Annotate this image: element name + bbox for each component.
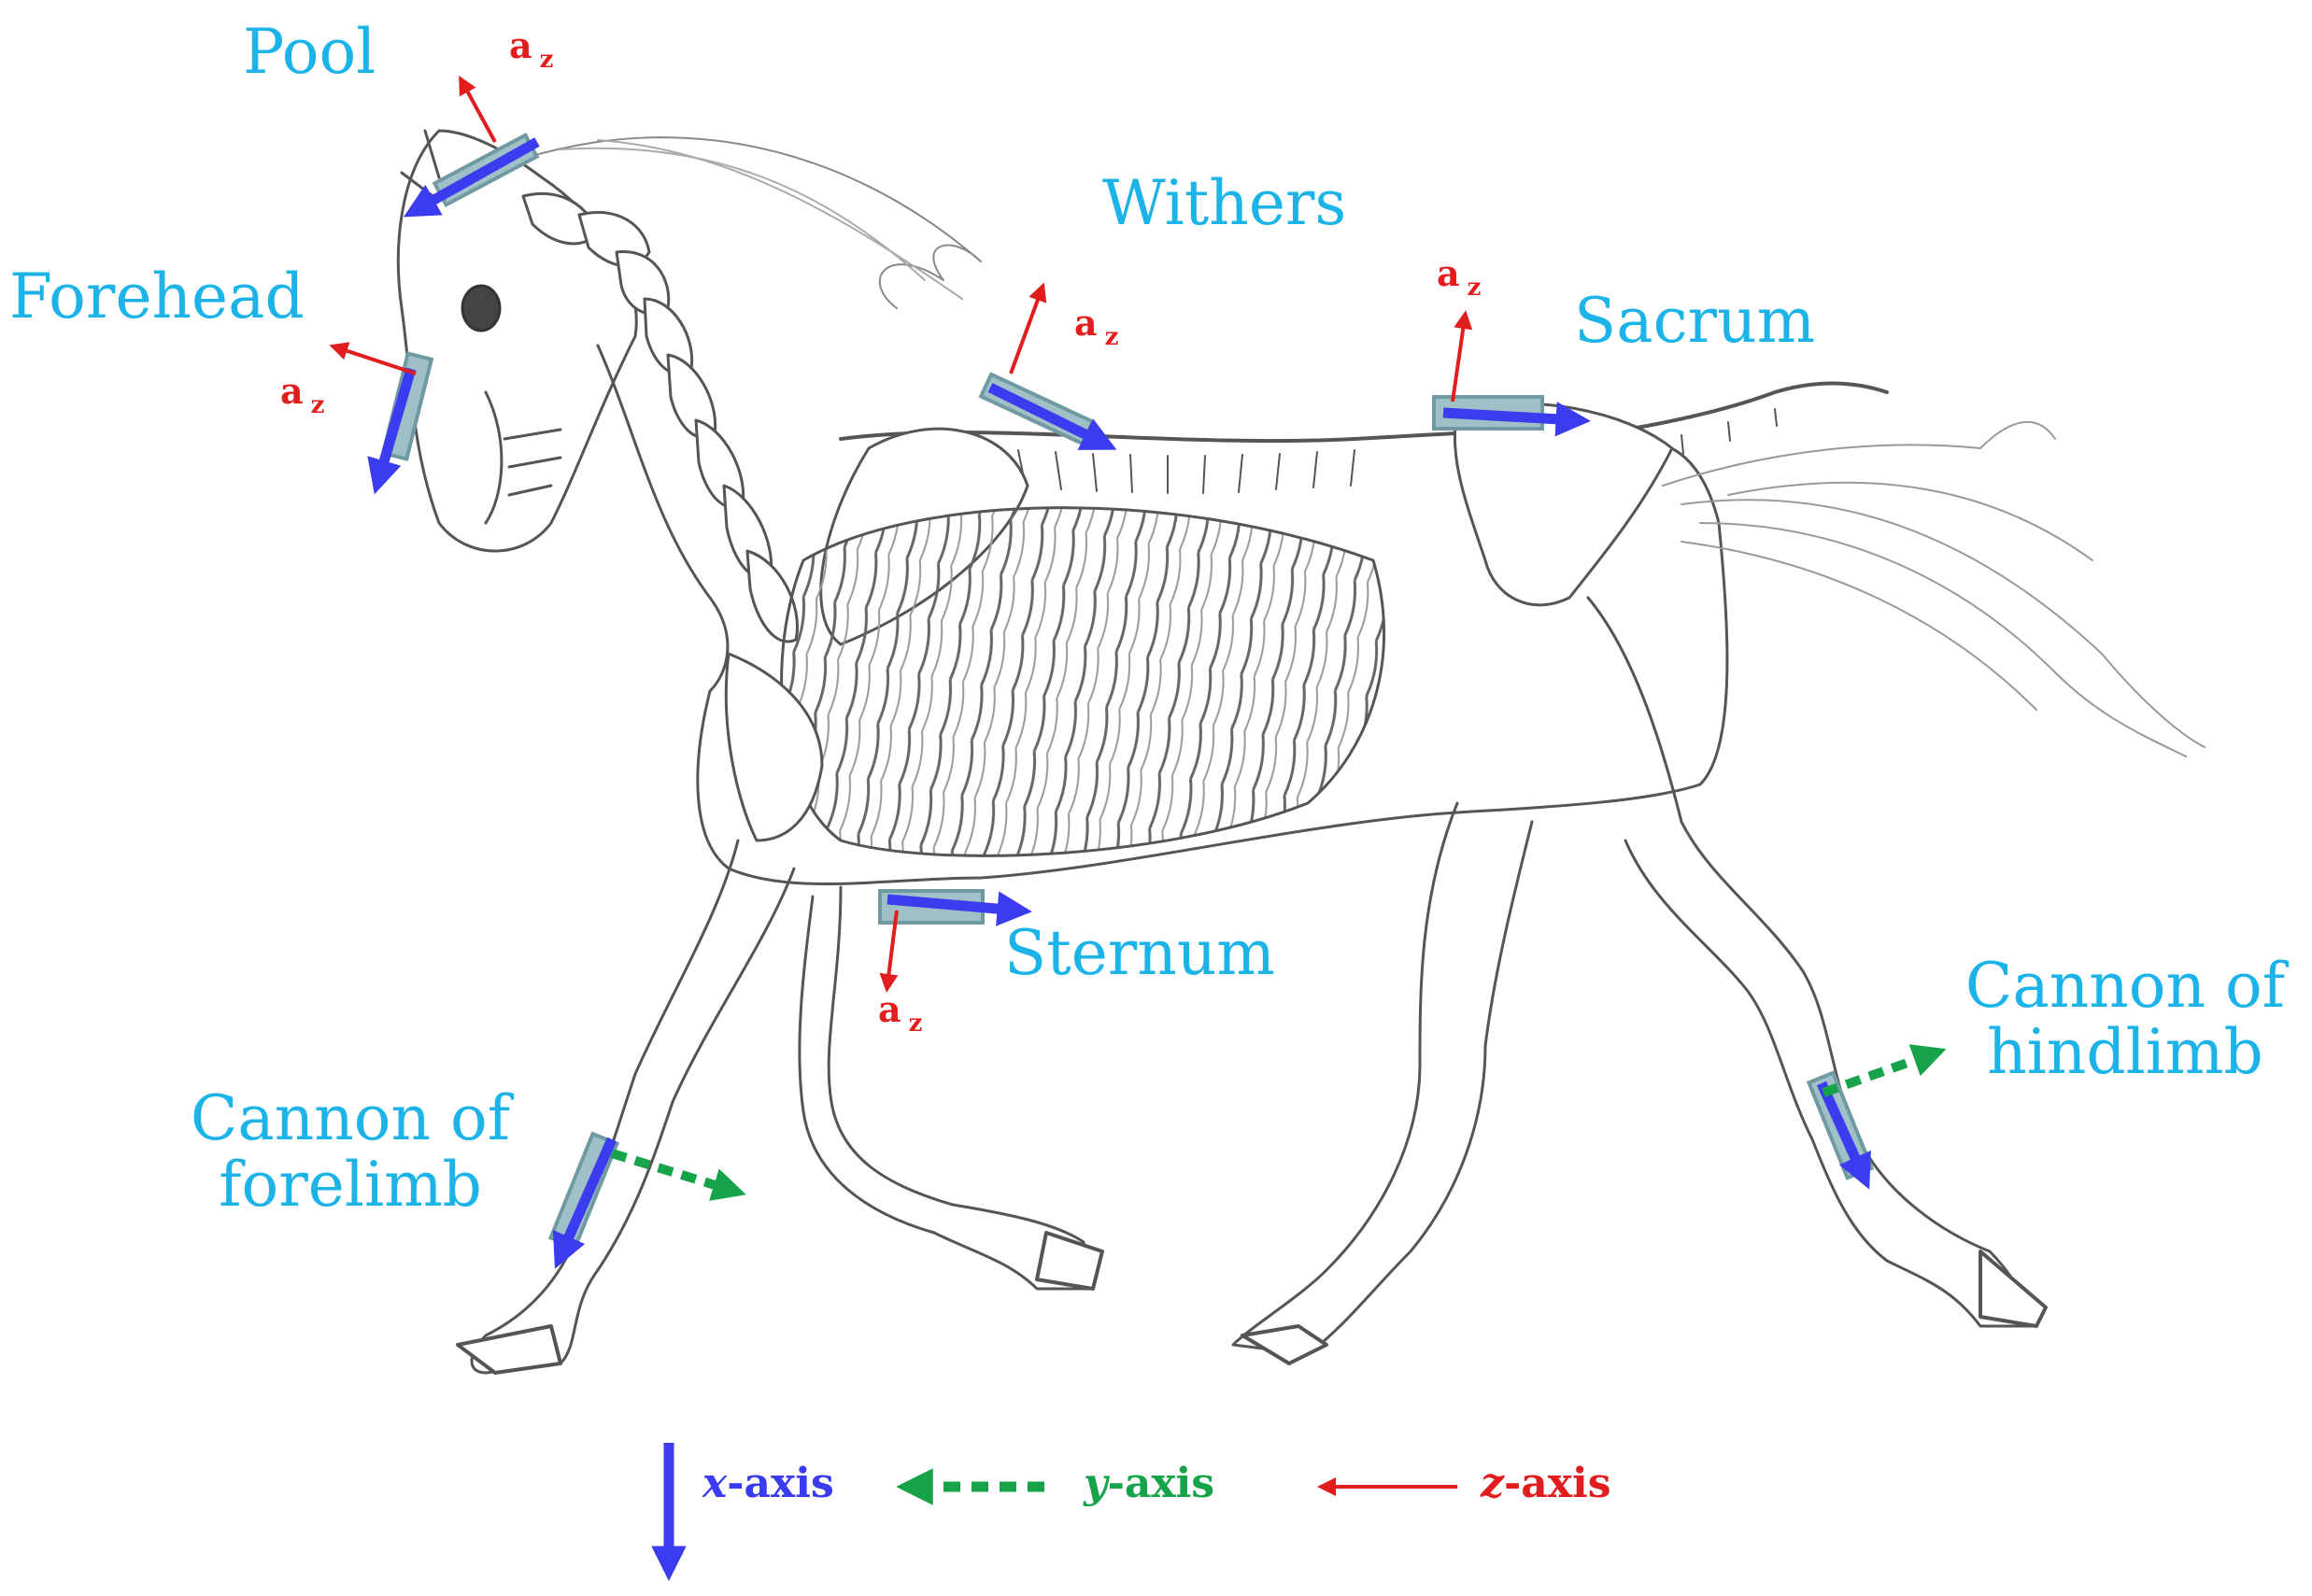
withers-z-arrow [1009,282,1047,374]
label-sacrum: Sacrum [1574,285,1816,357]
hindlimb-label-line1: Cannon of [1964,950,2286,1022]
tail-hair [1662,421,2206,757]
pool-az-subscript: z [539,46,554,74]
sacrum-x-arrow [1442,402,1591,437]
forehead-z-arrow [329,342,417,375]
withers-x-arrow [987,383,1117,450]
label-forehead: Forehead [9,261,305,332]
legend-y-label: y-axis [1084,1462,1214,1506]
sternum-az-subscript: z [908,1010,923,1038]
hind-hoof-1 [1241,1324,1328,1365]
label-cannon-forelimb: Cannon of forelimb [177,1085,523,1219]
legend-x-word: -axis [727,1460,834,1507]
withers-az-symbol: a [1074,302,1098,344]
ribcage [780,506,1386,857]
forehead-az-subscript: z [310,391,325,419]
pool-z-arrow [459,75,497,143]
forehead-az-symbol: a [280,370,304,412]
pool-az-symbol: a [509,24,532,66]
legend-arrows [651,1443,1457,1581]
body-outline [696,437,1729,886]
neck-outline [596,344,730,693]
mane [522,136,982,309]
withers-az-subscript: z [1104,323,1119,351]
hindlimb-y-arrow [1822,1044,1947,1097]
hindleg-back [1586,596,2038,1328]
sacrum-z-arrow [1451,310,1473,403]
hind-hoof-2 [1979,1250,2048,1328]
fore-hoof [456,1324,562,1375]
forelimb-label-line2: forelimb [219,1149,482,1222]
sacrum-az-symbol: a [1437,252,1460,294]
sacrum-az-subscript: z [1467,274,1482,302]
sternum-z-arrow [879,910,899,993]
hindleg-front [1231,801,1534,1356]
legend-x-letter: x [702,1460,728,1507]
forelimb-x-arrow [552,1137,617,1269]
forelimb-label-line1: Cannon of [190,1082,511,1154]
sensors [329,75,1947,1269]
label-withers: Withers [1102,167,1347,239]
foreleg-front [470,839,796,1375]
pelvis [1453,402,1674,607]
head-outline [396,129,638,553]
eye [461,284,502,332]
cervical-vertebrae [521,191,799,643]
legend-y-letter: y [1084,1460,1108,1507]
legend-z-label: z-axis [1481,1462,1611,1506]
sternum-az-symbol: a [878,988,901,1030]
label-cannon-hindlimb: Cannon of hindlimb [1952,953,2298,1086]
humerus [724,652,824,842]
forelimb-y-arrow [610,1149,746,1201]
label-sternum: Sternum [1004,917,1275,989]
legend-z-word: -axis [1504,1460,1611,1507]
horse-drawing [396,129,2206,1375]
legend-y-word: -axis [1107,1460,1215,1507]
forehead-x-arrow [367,367,417,495]
sternum-x-arrow [887,891,1032,926]
hindlimb-x-arrow [1816,1080,1871,1190]
label-pool: Pool [243,16,376,88]
legend-x-label: x-axis [702,1462,834,1506]
pool-x-arrow [403,137,540,218]
hindlimb-label-line2: hindlimb [1987,1016,2263,1089]
legend-z-letter: z [1481,1460,1504,1507]
